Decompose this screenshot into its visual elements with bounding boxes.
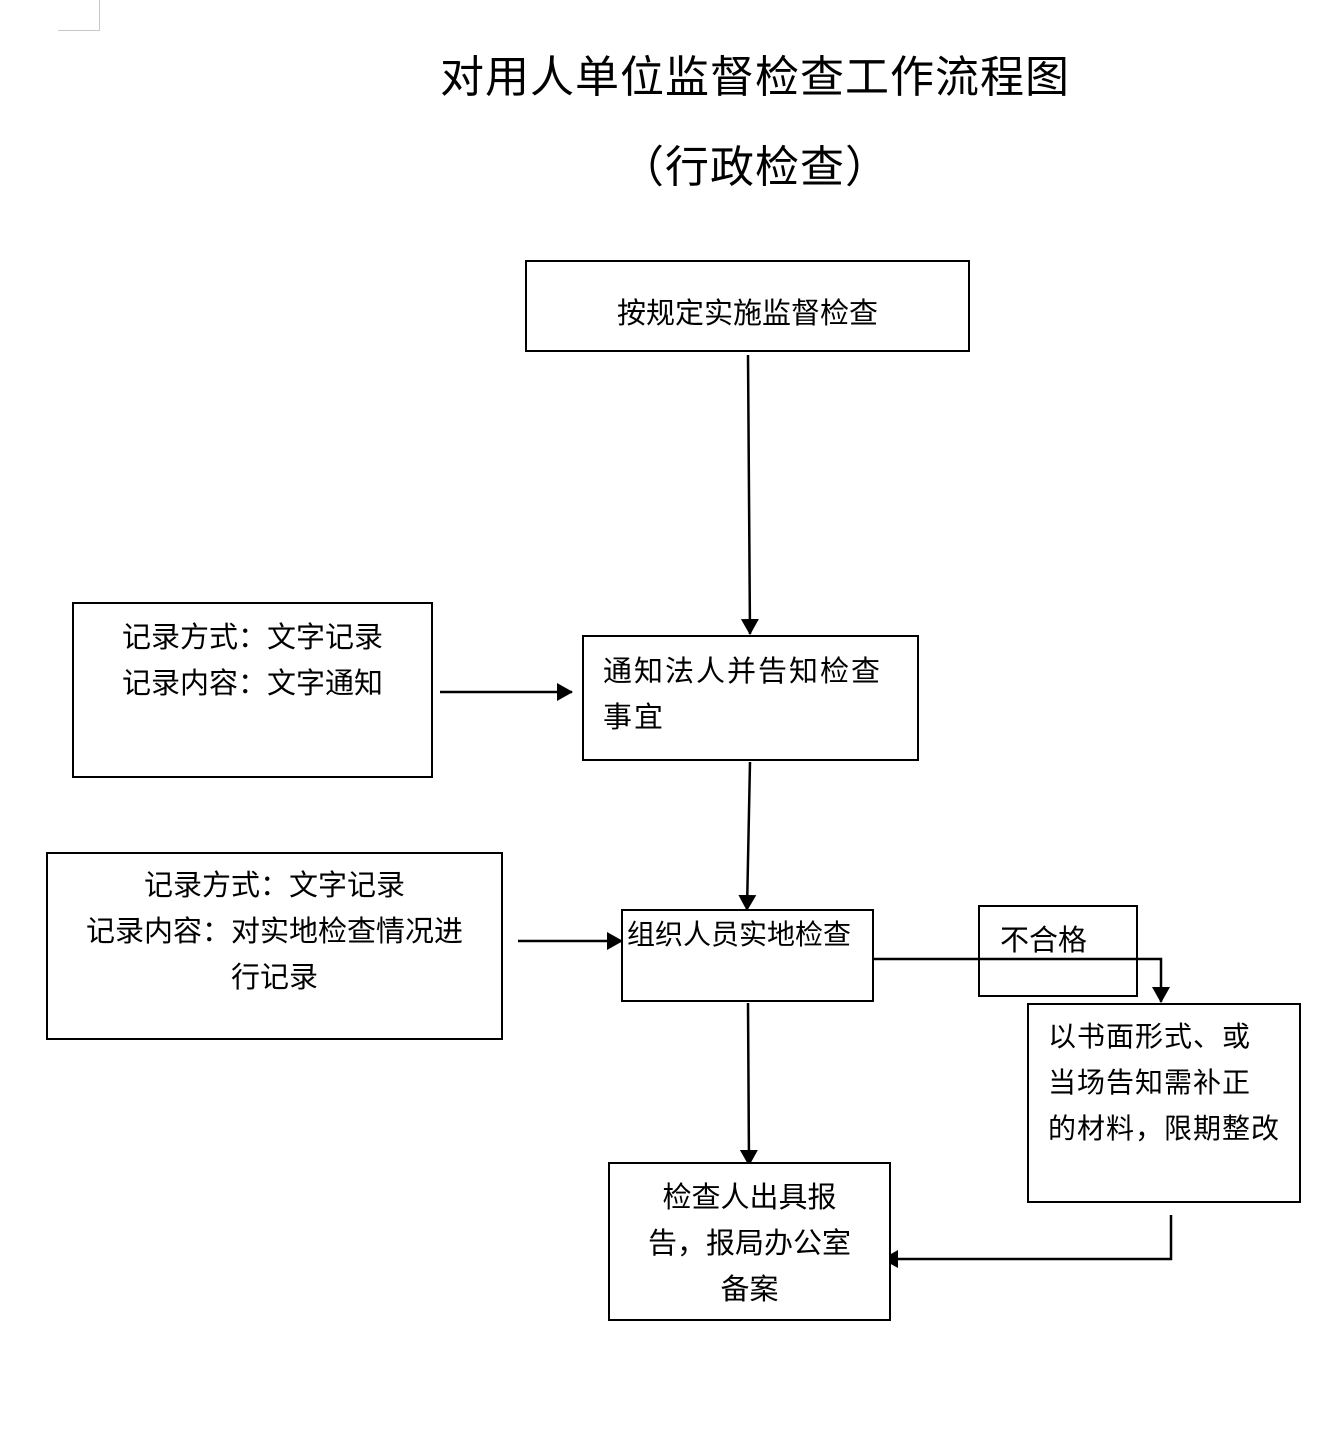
notify-record-label: 记录方式：文字记录 记录内容：文字通知 <box>121 620 383 700</box>
arrow-notify-to-inspect <box>738 761 757 911</box>
unqualified-label-box <box>978 905 1138 997</box>
notify-box <box>582 635 919 761</box>
start-box-label: 按规定实施监督检查 <box>616 296 878 330</box>
report-box-label: 检查人出具报 告，报局办公室 备案 <box>647 1180 851 1306</box>
notify-box-label: 通知法人并告知检查 事宜 <box>603 654 883 734</box>
inspect-box <box>621 909 874 1002</box>
page-corner-mark <box>58 0 100 31</box>
arrow-rectify-to-report <box>882 1215 1173 1268</box>
page-subtitle: （行政检查） <box>620 142 890 193</box>
notify-record-box <box>72 602 433 778</box>
rectify-box <box>1027 1003 1301 1203</box>
arrow-inspect-to-rectify <box>874 957 1170 1003</box>
page-title: 对用人单位监督检查工作流程图 <box>440 52 1070 103</box>
inspect-record-label: 记录方式：文字记录 记录内容：对实地检查情况进 行记录 <box>85 868 463 994</box>
start-box <box>525 260 970 352</box>
rectify-box-label: 以书面形式、或 当场告知需补正 的材料，限期整改 <box>1048 1020 1281 1145</box>
arrow-start-to-notify <box>740 354 759 635</box>
inspect-record-box <box>46 852 503 1040</box>
arrow-inspect-to-report <box>739 1002 758 1166</box>
report-box <box>608 1162 891 1321</box>
inspect-box-label: 组织人员实地检查 <box>627 918 852 951</box>
unqualified-label: 不合格 <box>1000 923 1088 957</box>
